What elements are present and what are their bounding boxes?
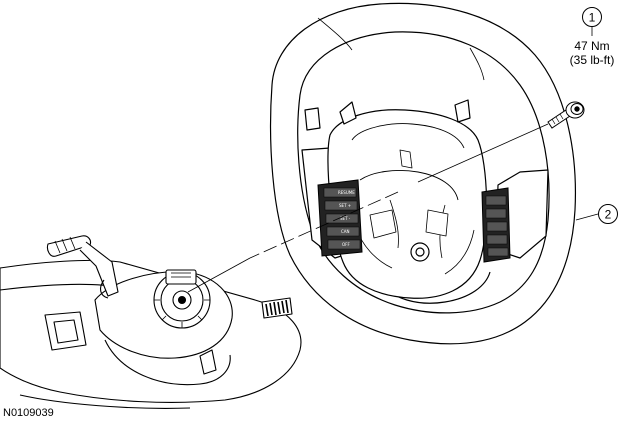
callout-1: 1 47 Nm (35 lb-ft) (570, 7, 615, 67)
callout-2-circle (598, 204, 618, 224)
callout-1-circle (582, 7, 602, 27)
switch-button-can (326, 226, 360, 237)
switch-label-set-minus: SET - (340, 216, 351, 221)
switch-label-set-plus: SET + (339, 203, 351, 208)
switch-button-set-plus (324, 200, 358, 211)
steering-wheel (269, 2, 577, 345)
vent-grille (261, 297, 293, 319)
switch-label-off: OFF (342, 242, 350, 247)
torque-value-nm: 47 Nm (574, 39, 609, 53)
switch-label-can: CAN (341, 229, 350, 234)
switch-button-set-minus (325, 213, 359, 224)
callout-2: 2 (598, 204, 618, 224)
steering-column-assembly (0, 235, 302, 409)
callout-2-number: 2 (605, 208, 612, 222)
clock-spring-tabs (154, 299, 210, 328)
switch-label-resume: RESUME (338, 190, 355, 195)
switch-button-off (327, 239, 361, 250)
steering-wheel-bolt (547, 101, 585, 129)
leader-lines (187, 27, 599, 293)
callout-1-number: 1 (589, 11, 596, 25)
right-switch-pack (481, 187, 511, 263)
switch-button-resume (323, 187, 357, 198)
multifunction-switch-stalk (46, 235, 119, 299)
figure-id: N0109039 (3, 407, 54, 419)
torque-value-lbft: (35 lb-ft) (570, 53, 615, 67)
